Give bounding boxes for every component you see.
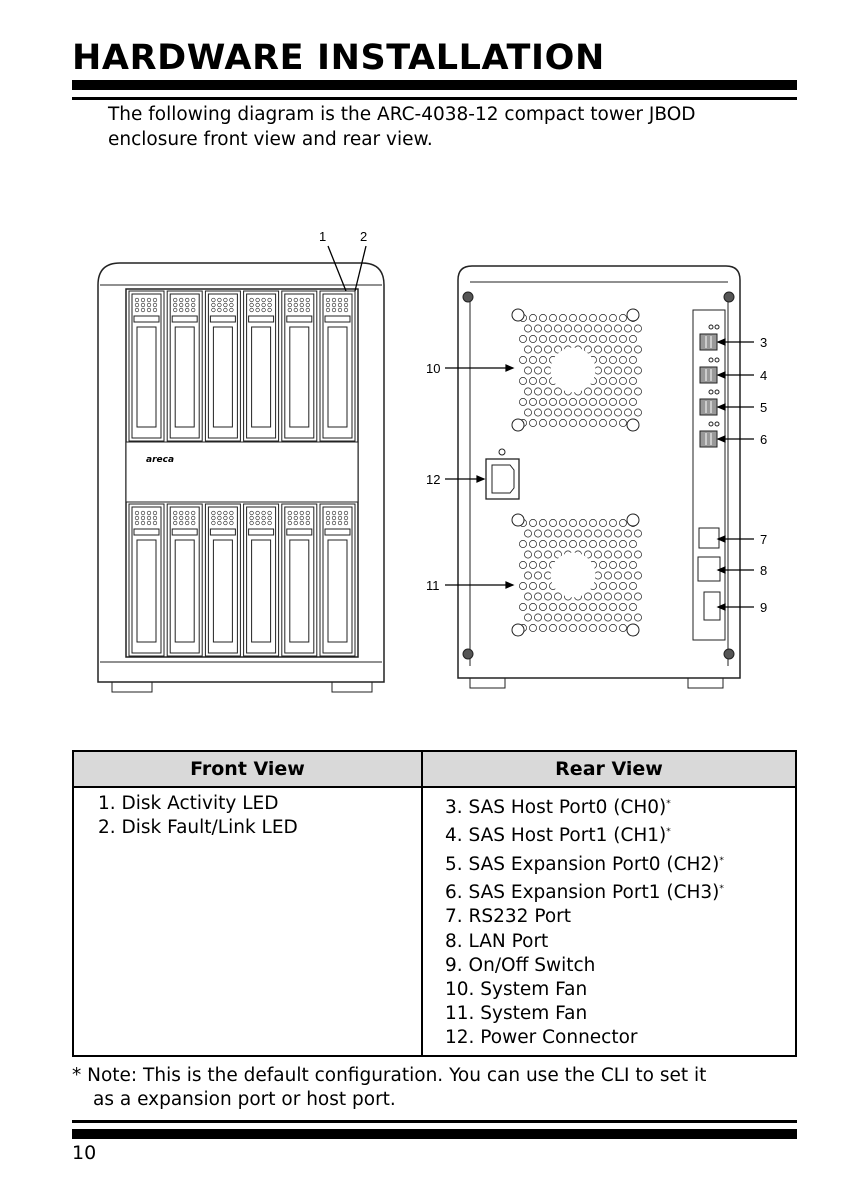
drive-bay (243, 503, 280, 657)
rear-item: 7. RS232 Port (423, 905, 795, 929)
rear-view-drawing (457, 265, 741, 689)
rear-item-text: 12. Power Connector (445, 1027, 638, 1049)
footer-rule-thick (72, 1129, 797, 1139)
page-title: HARDWARE INSTALLATION (72, 38, 605, 78)
fan-grille (511, 308, 642, 432)
footer-rule-thin (72, 1120, 797, 1123)
page-number: 10 (72, 1142, 97, 1164)
rear-item-text: 11. System Fan (445, 1003, 588, 1025)
rear-item: 4. SAS Host Port1 (CH1)* (423, 820, 795, 848)
rear-item: 11. System Fan (423, 1002, 795, 1026)
callout-3: 3 (760, 335, 767, 350)
drive-bay (281, 503, 318, 657)
header-rule-thin (72, 97, 797, 100)
callout-2: 2 (360, 229, 367, 244)
callout-6: 6 (760, 432, 767, 447)
front-view-drawing: areca 1 2 (97, 229, 385, 693)
sas-port (699, 357, 720, 384)
callout-10: 10 (426, 361, 440, 376)
drive-bay (243, 290, 280, 442)
sas-port (699, 389, 720, 416)
front-item: 2. Disk Fault/Link LED (98, 817, 298, 839)
drive-bay (204, 503, 241, 657)
rear-item-text: 7. RS232 Port (445, 906, 571, 928)
drive-bay (319, 290, 356, 442)
callout-7: 7 (760, 532, 767, 547)
intro-line-1: The following diagram is the ARC-4038-12… (108, 104, 696, 125)
sas-port (699, 421, 720, 448)
front-view-list: 1. Disk Activity LED 2. Disk Fault/Link … (72, 786, 423, 1057)
rear-item-text: 9. On/Off Switch (445, 954, 596, 976)
note-line-2: as a expansion port or host port. (93, 1089, 396, 1110)
callout-1: 1 (319, 229, 326, 244)
drive-bay (319, 503, 356, 657)
drive-bay (128, 290, 165, 442)
header-rule-thick (72, 80, 797, 90)
rear-view-header: Rear View (421, 750, 797, 788)
rear-item: 9. On/Off Switch (423, 954, 795, 978)
note-line-1: * Note: This is the default configuratio… (72, 1065, 707, 1086)
drive-bay (204, 290, 241, 442)
rear-item-text: 4. SAS Host Port1 (CH1) (445, 825, 667, 847)
callout-5: 5 (760, 400, 767, 415)
callout-12: 12 (426, 472, 440, 487)
rear-item: 8. LAN Port (423, 930, 795, 954)
rear-item-text: 3. SAS Host Port0 (CH0) (445, 797, 667, 819)
front-item: 1. Disk Activity LED (98, 793, 279, 814)
areca-logo: areca (146, 455, 174, 465)
rear-view-list: 3. SAS Host Port0 (CH0)*4. SAS Host Port… (421, 786, 797, 1057)
callout-8: 8 (760, 563, 767, 578)
sas-port (699, 324, 720, 351)
drive-bay (281, 290, 318, 442)
callout-4: 4 (760, 368, 767, 383)
drive-bay (166, 290, 203, 442)
footnote-mark: * (719, 855, 724, 866)
rear-item: 12. Power Connector (423, 1026, 795, 1050)
fan-grille (511, 513, 642, 637)
callout-11: 11 (426, 578, 440, 593)
footnote-mark: * (719, 884, 724, 895)
callout-9: 9 (760, 600, 767, 615)
rear-item-text: 8. LAN Port (445, 930, 549, 952)
intro-line-2: enclosure front view and rear view. (108, 129, 433, 150)
rear-item: 6. SAS Expansion Port1 (CH3)* (423, 877, 795, 905)
footnote-mark: * (666, 799, 671, 809)
rear-item-text: 6. SAS Expansion Port1 (CH3) (445, 882, 720, 904)
rear-item-text: 5. SAS Expansion Port0 (CH2) (445, 853, 720, 875)
rear-item-text: 10. System Fan (445, 979, 588, 1001)
drive-bay (128, 503, 165, 657)
rear-item: 3. SAS Host Port0 (CH0)* (423, 792, 795, 820)
rear-item: 5. SAS Expansion Port0 (CH2)* (423, 849, 795, 877)
rear-item: 10. System Fan (423, 978, 795, 1002)
footnote-mark: * (666, 827, 671, 838)
front-view-header: Front View (72, 750, 423, 788)
component-table: Front View Rear View 1. Disk Activity LE… (72, 750, 797, 1057)
drive-bay (166, 503, 203, 657)
